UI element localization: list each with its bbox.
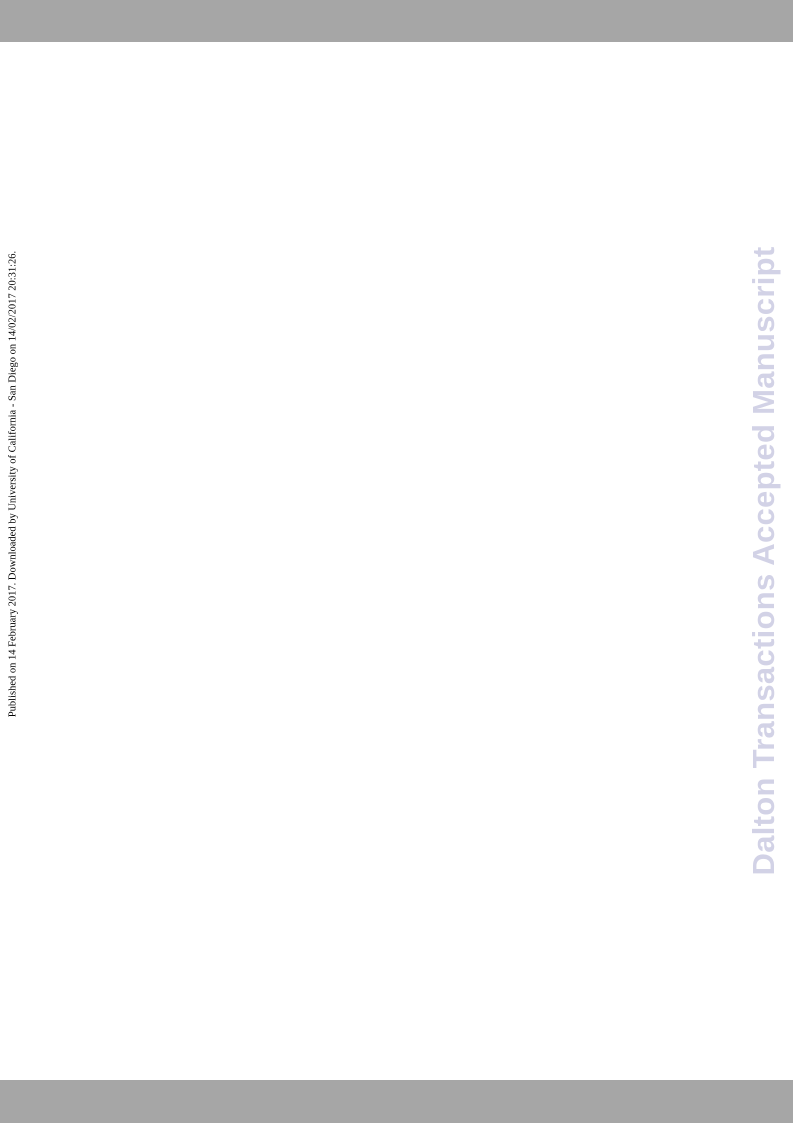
header-band bbox=[0, 0, 793, 42]
publication-note: Published on 14 February 2017. Downloade… bbox=[7, 250, 19, 718]
footer-band bbox=[0, 1080, 793, 1123]
accepted-manuscript-watermark: Dalton Transactions Accepted Manuscript bbox=[746, 246, 781, 876]
